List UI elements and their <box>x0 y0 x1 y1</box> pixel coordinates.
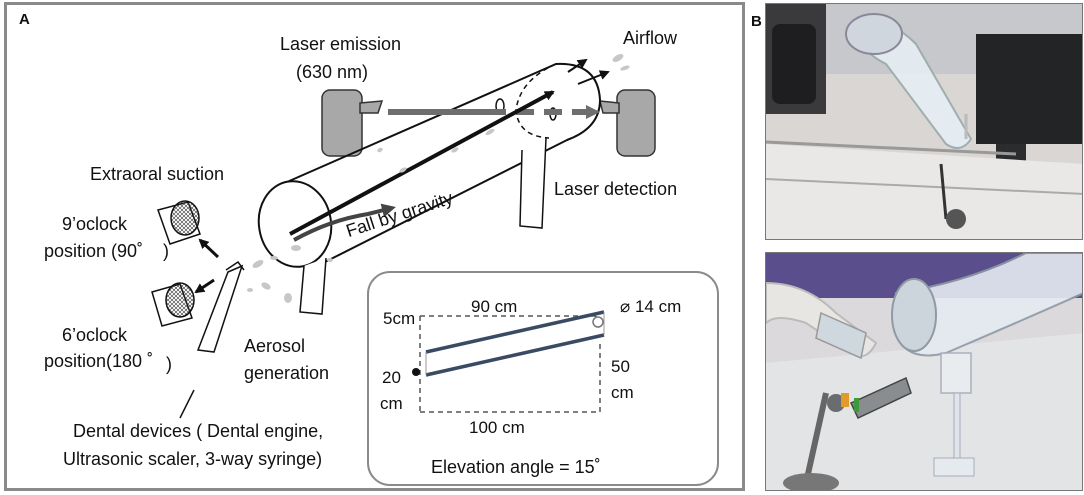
dimension-inset <box>367 271 719 486</box>
extraoral-suction-label: Extraoral suction <box>90 164 225 184</box>
dim-20-label: 20 <box>382 368 401 387</box>
aerosol-label: Aerosol <box>244 336 306 356</box>
six-position-label: position(180 ˚ <box>44 351 154 371</box>
photo-apparatus-overview <box>765 3 1083 240</box>
panel-b-label: B <box>751 13 762 30</box>
laser-detector <box>599 89 656 157</box>
dim-90cm-label: 90 cm <box>471 297 518 316</box>
airflow-arrows <box>567 58 610 85</box>
wavelength-label: (630 nm) <box>296 62 369 82</box>
airflow-label: Airflow <box>623 28 678 48</box>
tube-supports <box>299 137 547 315</box>
nine-close-paren: ) <box>163 241 169 261</box>
aerosol-droplets <box>247 54 630 303</box>
laser-detection-label: Laser detection <box>554 179 678 199</box>
gravity-arrow <box>293 203 396 242</box>
dim-diameter-label: ⌀ 14 cm <box>620 297 682 316</box>
dim-cm-right-label: cm <box>611 383 634 402</box>
nine-oclock-label: 9’oclock <box>62 214 128 234</box>
aerosol-flow-arrow <box>289 90 555 236</box>
dental-handpiece <box>179 260 245 419</box>
panel-a-label: A <box>19 11 30 28</box>
dim-100cm-label: 100 cm <box>469 418 525 437</box>
dim-5cm-label: 5cm <box>383 309 416 328</box>
nine-position-label: position (90˚ <box>44 241 144 261</box>
photo-handpiece-suction <box>765 252 1083 491</box>
acrylic-tube <box>257 62 602 268</box>
dim-cm-left-label: cm <box>380 394 403 413</box>
generation-label: generation <box>244 363 330 383</box>
dental-devices-label-2: Ultrasonic scaler, 3-way syringe) <box>63 449 323 469</box>
laser-emitter <box>321 89 384 157</box>
dental-devices-label-1: Dental devices ( Dental engine, <box>73 421 324 441</box>
six-oclock-label: 6’oclock <box>62 325 128 345</box>
six-close-paren: ) <box>166 354 172 374</box>
laser-emission-label: Laser emission <box>280 34 402 54</box>
suction-cone-9-oclock <box>157 200 220 259</box>
elevation-angle-label: Elevation angle = 15˚ <box>431 457 601 477</box>
suction-cone-6-oclock <box>151 278 215 327</box>
dim-50-label: 50 <box>611 357 630 376</box>
